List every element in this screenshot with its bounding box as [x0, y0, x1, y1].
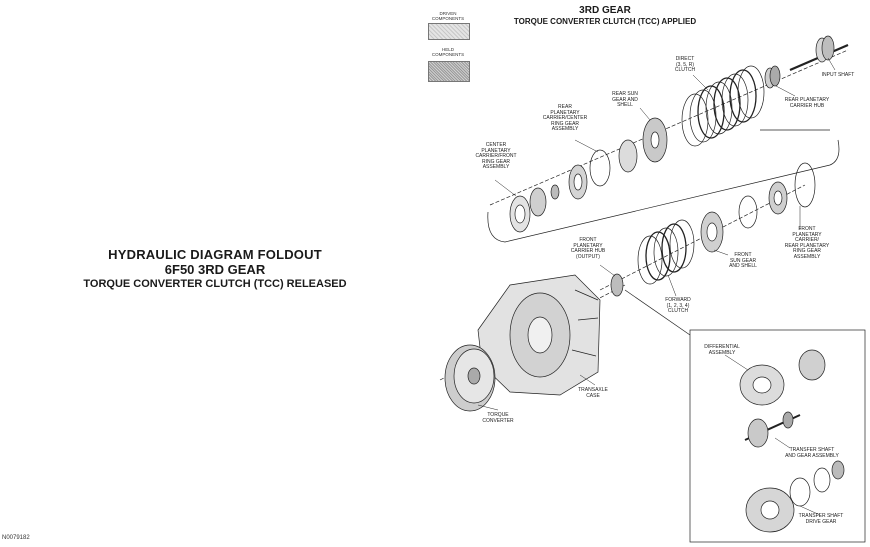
forward-clutch-plates — [637, 219, 695, 285]
legend-driven-swatch — [428, 23, 470, 40]
label-differential: DIFFERENTIAL ASSEMBLY — [704, 344, 740, 356]
inset-leader — [624, 289, 691, 336]
rear-carrier-part — [568, 149, 611, 200]
label-transfer-shaft-drive: TRANSFER SHAFT DRIVE GEAR — [798, 513, 844, 525]
legend-driven-label: DRIVEN COMPONENTS — [431, 11, 465, 21]
label-rear-carrier: REAR PLANETARY CARRIER/CENTER RING GEAR … — [542, 104, 588, 132]
front-sun-gear-part — [700, 211, 724, 253]
label-front-sun-gear: FRONT SUN GEAR AND SHELL — [729, 252, 757, 269]
label-front-carrier-hub: FRONT PLANETARY CARRIER HUB (OUTPUT) — [570, 237, 606, 260]
differential-part — [739, 349, 826, 406]
direct-clutch-plates — [681, 65, 765, 147]
gear-title-block: 3RD GEAR TORQUE CONVERTER CLUTCH (TCC) A… — [480, 5, 730, 27]
legend-held-label: HELD COMPONENTS — [431, 47, 465, 57]
label-forward-clutch: FORWARD (1, 2, 3, 4) CLUTCH — [665, 297, 691, 314]
label-transaxle-case: TRANSAXLE CASE — [578, 387, 608, 399]
reference-number: N0079182 — [2, 535, 30, 541]
legend-held-swatch — [428, 61, 470, 82]
torque-converter-part — [444, 344, 496, 412]
transaxle-case-part — [477, 274, 601, 396]
transfer-drive-part — [745, 460, 845, 533]
front-carrier-hub-part — [610, 273, 624, 297]
gear-title-line1: 3RD GEAR — [579, 5, 631, 16]
input-shaft-part — [789, 35, 849, 72]
label-front-carrier: FRONT PLANETARY CARRIER/ REAR PLANETARY … — [784, 226, 830, 260]
transfer-shaft-part — [744, 411, 801, 448]
differential-inset-box — [689, 329, 866, 543]
label-center-carrier: CENTER PLANETARY CARRIER/FRONT RING GEAR… — [475, 142, 517, 170]
label-rear-sun-gear: REAR SUN GEAR AND SHELL — [612, 91, 638, 108]
label-direct-clutch: DIRECT (3, 5, R) CLUTCH — [674, 56, 696, 73]
label-torque-converter: TORQUE CONVERTER — [482, 412, 514, 424]
label-transfer-shaft-gear: TRANSFER SHAFT AND GEAR ASSEMBLY — [785, 447, 839, 459]
rear-sun-gear-part — [618, 117, 668, 173]
upper-axis-line — [489, 49, 849, 206]
main-title-line3: TORQUE CONVERTER CLUTCH (TCC) RELEASED — [83, 278, 347, 290]
gear-title-line2: TORQUE CONVERTER CLUTCH (TCC) APPLIED — [513, 17, 697, 26]
main-title-line2: 6F50 3RD GEAR — [164, 262, 266, 277]
center-carrier-part — [509, 184, 560, 233]
label-input-shaft: INPUT SHAFT — [821, 72, 855, 78]
label-rear-carrier-hub: REAR PLANETARY CARRIER HUB — [784, 97, 830, 109]
rear-carrier-hub-part — [764, 65, 781, 89]
main-title-block: HYDRAULIC DIAGRAM FOLDOUT 6F50 3RD GEAR … — [0, 247, 430, 292]
front-carrier-part — [738, 162, 816, 229]
main-title-line1: HYDRAULIC DIAGRAM FOLDOUT — [108, 247, 322, 262]
upper-assembly-bracket — [487, 139, 840, 243]
